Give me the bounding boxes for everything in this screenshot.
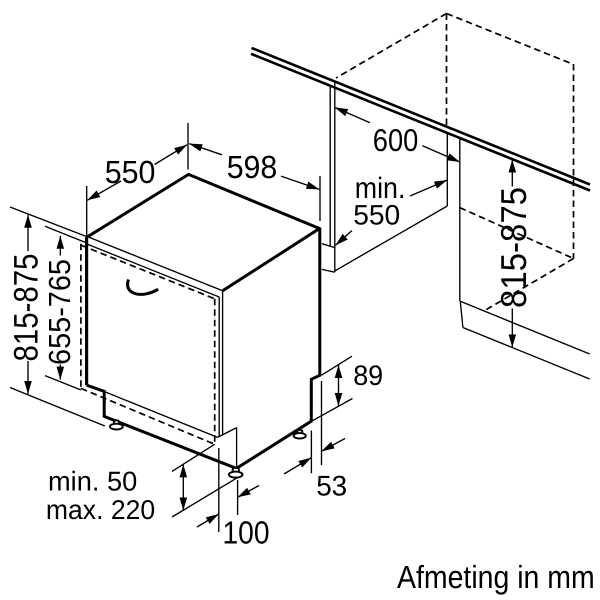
svg-text:53: 53 bbox=[316, 471, 347, 503]
svg-text:598: 598 bbox=[227, 149, 278, 185]
svg-text:550: 550 bbox=[353, 198, 400, 230]
svg-text:655-765: 655-765 bbox=[43, 259, 77, 365]
svg-text:100: 100 bbox=[223, 515, 270, 551]
svg-text:min. 50: min. 50 bbox=[48, 466, 137, 497]
svg-text:815-875: 815-875 bbox=[493, 187, 534, 308]
svg-text:815-875: 815-875 bbox=[7, 254, 45, 362]
svg-text:600: 600 bbox=[373, 122, 419, 158]
svg-text:max. 220: max. 220 bbox=[46, 494, 155, 525]
svg-text:min.: min. bbox=[355, 172, 406, 205]
svg-text:89: 89 bbox=[353, 359, 383, 391]
svg-text:550: 550 bbox=[105, 154, 156, 190]
svg-text:Afmeting in mm: Afmeting in mm bbox=[397, 559, 595, 595]
